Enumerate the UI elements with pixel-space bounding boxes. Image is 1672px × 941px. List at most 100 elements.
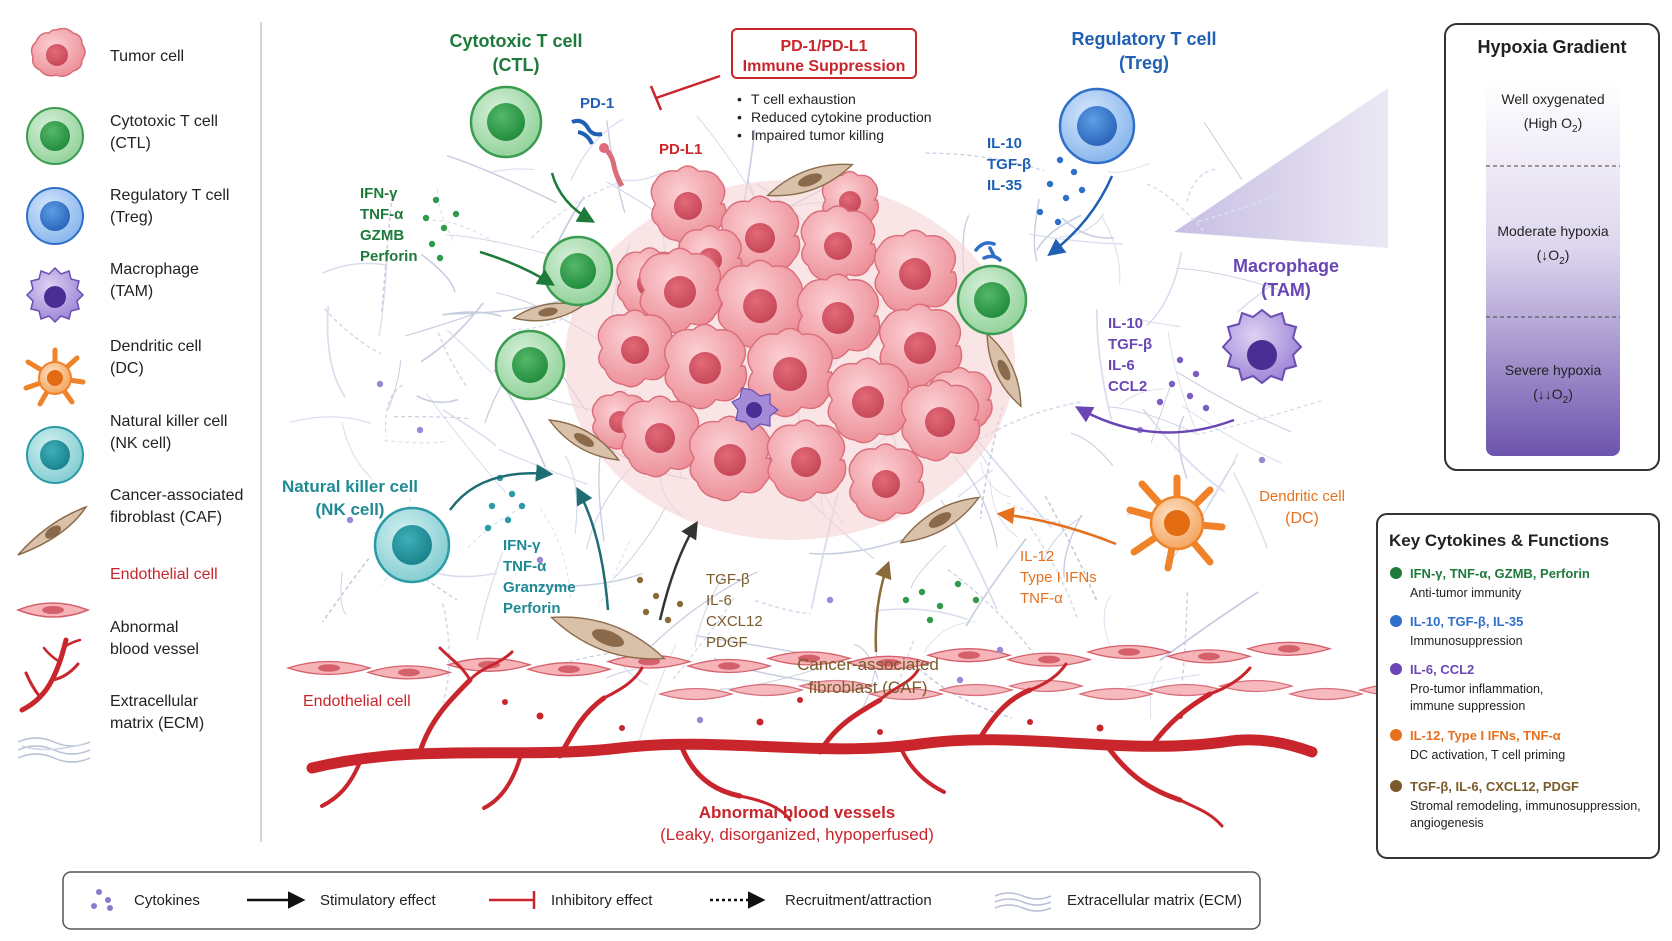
cytokine-group-desc-1: Anti-tumor immunity	[1410, 586, 1522, 600]
ecm-key-icon	[994, 892, 1052, 912]
ctl-infiltrating-2	[494, 329, 566, 401]
tumor-cell-20	[688, 415, 773, 502]
pdl1-label: PD-L1	[659, 141, 702, 158]
legend-label-3: Regulatory T cell	[110, 187, 229, 204]
treg-cell	[1058, 87, 1136, 165]
hypoxia-level-detail-3: (↓↓O2)	[1533, 386, 1573, 406]
cytokines-panel	[1376, 513, 1660, 859]
caf-1	[766, 163, 854, 197]
caf-title: Cancer-associated	[797, 655, 939, 674]
pd-box-title: PD-1/PD-L1	[780, 38, 867, 55]
tumor-mass	[591, 165, 993, 522]
ctl-title: Cytotoxic T cell	[449, 31, 582, 51]
dendritic-cell	[1126, 474, 1226, 572]
legend-label-4: Macrophage	[110, 261, 199, 278]
macrophage-cytokine-2: TGF-β	[1108, 336, 1152, 353]
hypoxia-level-detail-2: (↓O2)	[1537, 247, 1570, 267]
pd1-pdl1-interaction	[571, 118, 625, 188]
pd-l1-inhibition	[649, 74, 721, 111]
legend-sublabel-2: (CTL)	[110, 135, 151, 152]
caf-cytokine-2: IL-6	[706, 592, 732, 609]
ctl-to-tumor-arrow	[550, 172, 596, 223]
cytokine-group-1: IFN-γ, TNF-α, GZMB, Perforin	[1410, 566, 1590, 581]
tumor-cell-6	[873, 229, 958, 316]
tumor-cell-13	[663, 323, 748, 410]
legend-sublabel-7: fibroblast (CAF)	[110, 509, 222, 526]
bottom-key	[62, 871, 1261, 930]
nk-cytokine-1: IFN-γ	[503, 537, 541, 554]
macrophage-cytokine-1: IL-10	[1108, 315, 1143, 332]
hypoxia-level-detail-1: (High O2)	[1524, 115, 1582, 135]
macrophage-cell	[1221, 308, 1303, 385]
caf-cytokine-4: PDGF	[706, 634, 748, 651]
macrophage-arrow	[1074, 406, 1235, 434]
vessel-title: Abnormal blood vessels	[699, 803, 896, 822]
legend-label-5: Dendritic cell	[110, 338, 202, 355]
abnormal-blood-vessels	[306, 646, 1318, 828]
hypoxia-level-2: Moderate hypoxia	[1497, 223, 1609, 239]
ctl-cytokine-4: Perforin	[360, 248, 418, 265]
endothelial-cell-icon	[15, 602, 91, 618]
hypoxia-level-1: Well oxygenated	[1501, 91, 1604, 107]
hypoxia-zoom-cone	[1174, 88, 1388, 248]
legend-label-9: Abnormal	[110, 619, 178, 636]
treg-title: Regulatory T cell	[1071, 29, 1216, 49]
key-recruitment-label: Recruitment/attraction	[785, 892, 932, 909]
legend-sublabel-5: (DC)	[110, 360, 144, 377]
caf-3	[547, 419, 621, 461]
dendritic-cell-icon	[23, 347, 86, 407]
cytokines-key-icon	[91, 889, 113, 911]
ctl-cytokine-arrow	[479, 250, 555, 286]
endothelial-label: Endothelial cell	[303, 693, 411, 710]
caf-cytokine-1: TGF-β	[706, 571, 750, 588]
dc-subtitle: (DC)	[1285, 510, 1319, 527]
macrophage-icon	[25, 266, 85, 324]
key-stimulatory-label: Stimulatory effect	[320, 892, 436, 909]
caf-5	[986, 332, 1022, 408]
cytokine-group-desc-5: angiogenesis	[1410, 816, 1484, 830]
ctl-infiltrating-1	[542, 235, 614, 307]
cytokine-group-desc-4: DC activation, T cell priming	[1410, 748, 1565, 762]
cytokine-group-4: IL-12, Type I IFNs, TNF-α	[1410, 728, 1561, 743]
interaction-arrows	[448, 172, 1235, 653]
dc-cytokine-3: TNF-α	[1020, 590, 1063, 607]
treg-arrow	[1047, 175, 1114, 257]
pd-bullet-1: T cell exhaustion	[751, 91, 856, 107]
cytokine-group-dot-1	[1390, 567, 1402, 579]
ctl-cytokine-3: GZMB	[360, 227, 404, 244]
cytotoxic-t-cell-icon	[26, 107, 84, 165]
ctl-subtitle: (CTL)	[493, 55, 540, 75]
cytokine-dots	[346, 156, 1266, 724]
caf-arrow	[658, 521, 698, 621]
legend-sublabel-6: (NK cell)	[110, 435, 171, 452]
legend-label-10: Extracellular	[110, 693, 199, 710]
pd-bullet-dot: •	[737, 127, 742, 143]
caf-4	[899, 496, 981, 544]
pd-box	[731, 28, 917, 79]
nk-cytokine-2: TNF-α	[503, 558, 547, 575]
ctl-cytokine-1: IFN-γ	[360, 185, 398, 202]
nk-subtitle: (NK cell)	[316, 500, 385, 519]
pd-bullet-2: Reduced cytokine production	[751, 109, 932, 125]
legend-sublabel-9: blood vessel	[110, 641, 199, 658]
ecm-icon	[17, 737, 91, 763]
cytokine-group-desc-3: immune suppression	[1410, 699, 1525, 713]
macrophage-cytokine-3: IL-6	[1108, 357, 1135, 374]
tumor-cell-21	[766, 419, 847, 502]
vessel-subtitle: (Leaky, disorganized, hypoperfused)	[660, 825, 934, 844]
hypoxia-panel	[1444, 23, 1660, 471]
nk-cytokine-3: Granzyme	[503, 579, 576, 596]
legend-sublabel-10: matrix (ECM)	[110, 715, 204, 732]
macrophage-title: Macrophage	[1233, 256, 1339, 276]
tumor-cell-17	[900, 379, 981, 462]
cytokines-panel-title: Key Cytokines & Functions	[1389, 531, 1609, 550]
caf-recruit-arrow	[874, 560, 892, 653]
blood-vessel-icon	[19, 637, 82, 713]
cytokine-group-dot-3	[1390, 663, 1402, 675]
pd-bullet-dot: •	[737, 91, 742, 107]
tumor-cell-12	[597, 309, 674, 388]
pd-bullet-3: Impaired tumor killing	[751, 127, 884, 143]
cytokine-group-3: IL-6, CCL2	[1410, 662, 1474, 677]
